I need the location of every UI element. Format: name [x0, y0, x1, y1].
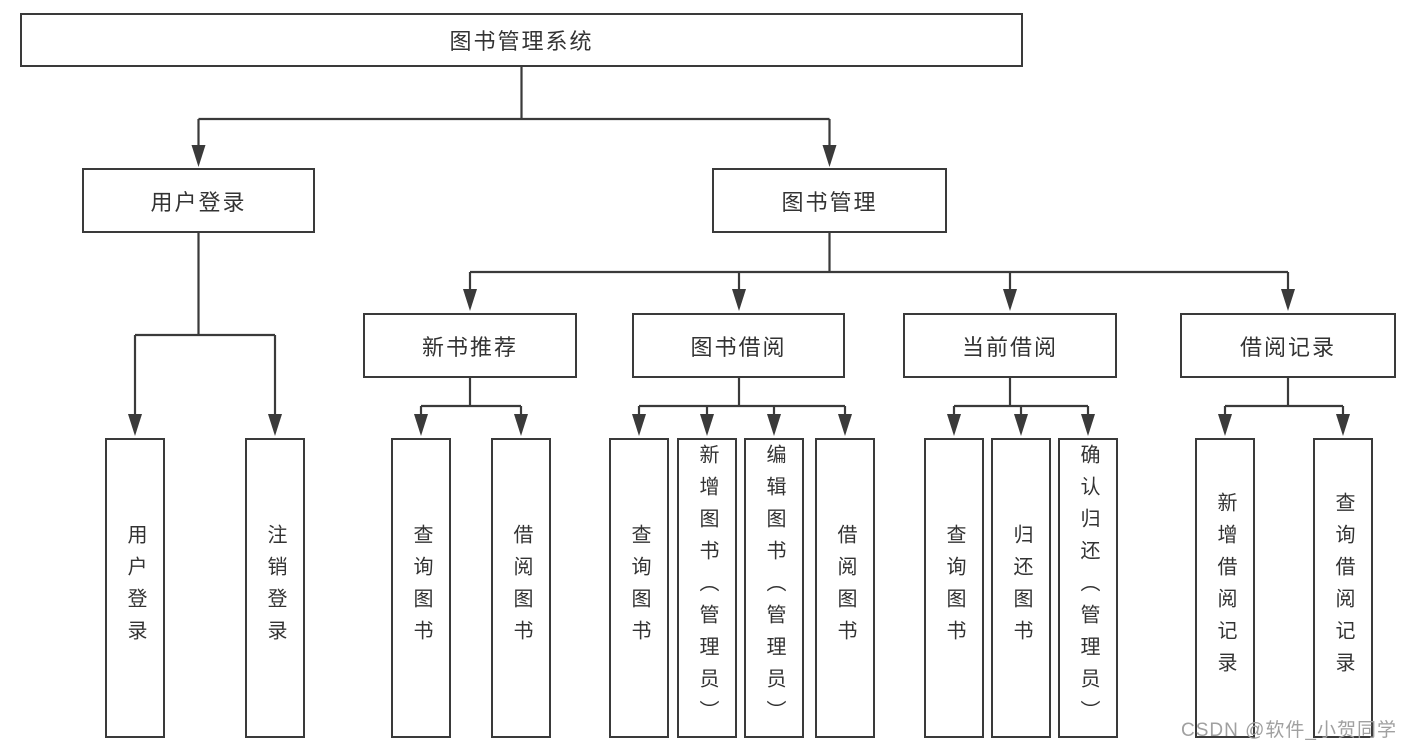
arrowhead-icon: [191, 145, 206, 167]
connector-book-mgmt-children: [463, 233, 1295, 311]
leaf-confirm-return-admin-label: 确认归还（管理员）: [1077, 444, 1099, 732]
connector-user-login-children: [128, 233, 282, 436]
arrowhead-icon: [414, 414, 428, 436]
arrowhead-icon: [838, 414, 852, 436]
arrowhead-icon: [1003, 289, 1017, 311]
node-book-borrow-label: 图书借阅: [690, 334, 787, 360]
arrowhead-icon: [700, 414, 714, 436]
leaf-query-borrow-record: 查询借阅记录: [1313, 438, 1373, 738]
node-user-login: 用户登录: [82, 168, 315, 233]
arrowhead-icon: [822, 145, 837, 167]
leaf-borrow-books-1-label: 借阅图书: [510, 524, 532, 652]
leaf-user-login-label: 用户登录: [124, 524, 146, 652]
node-root-system-label: 图书管理系统: [449, 29, 594, 54]
leaf-edit-books-admin: 编辑图书（管理员）: [744, 438, 804, 738]
node-book-management: 图书管理: [712, 168, 947, 233]
node-new-book-recommend-label: 新书推荐: [421, 334, 518, 360]
node-root-system: 图书管理系统: [20, 13, 1023, 67]
leaf-user-login: 用户登录: [105, 438, 165, 738]
arrowhead-icon: [1081, 414, 1095, 436]
leaf-add-borrow-record: 新增借阅记录: [1195, 438, 1255, 738]
leaf-borrow-books-2: 借阅图书: [815, 438, 875, 738]
arrowhead-icon: [463, 289, 477, 311]
arrowhead-icon: [632, 414, 646, 436]
leaf-add-books-admin-label: 新增图书（管理员）: [696, 444, 718, 732]
node-book-borrow: 图书借阅: [632, 313, 845, 378]
csdn-watermark: CSDN @软件_小贺同学: [1181, 720, 1397, 741]
leaf-query-books-2-label: 查询图书: [628, 524, 650, 652]
arrowhead-icon: [1281, 289, 1295, 311]
arrowhead-icon: [128, 414, 142, 436]
connector-current-borrow-children: [947, 378, 1095, 436]
leaf-query-books-1: 查询图书: [391, 438, 451, 738]
arrowhead-icon: [268, 414, 282, 436]
leaf-query-books-1-label: 查询图书: [410, 524, 432, 652]
arrowhead-icon: [514, 414, 528, 436]
leaf-borrow-books-1: 借阅图书: [491, 438, 551, 738]
arrowhead-icon: [767, 414, 781, 436]
leaf-confirm-return-admin: 确认归还（管理员）: [1058, 438, 1118, 738]
leaf-add-books-admin: 新增图书（管理员）: [677, 438, 737, 738]
connector-borrow-records-children: [1218, 378, 1350, 436]
arrowhead-icon: [1014, 414, 1028, 436]
leaf-return-books-label: 归还图书: [1010, 524, 1032, 652]
connector-book-borrow-children: [632, 378, 852, 436]
leaf-query-borrow-record-label: 查询借阅记录: [1332, 492, 1354, 684]
node-current-borrow-label: 当前借阅: [961, 334, 1058, 360]
leaf-logout: 注销登录: [245, 438, 305, 738]
leaf-logout-label: 注销登录: [264, 524, 286, 652]
leaf-query-books-2: 查询图书: [609, 438, 669, 738]
node-book-management-label: 图书管理: [781, 189, 878, 215]
node-new-book-recommend: 新书推荐: [363, 313, 577, 378]
connector-root-to-level2: [191, 67, 837, 167]
arrowhead-icon: [1336, 414, 1350, 436]
arrowhead-icon: [1218, 414, 1232, 436]
connector-new-books-children: [414, 378, 528, 436]
leaf-query-books-3-label: 查询图书: [943, 524, 965, 652]
node-user-login-label: 用户登录: [150, 189, 247, 215]
node-borrow-records: 借阅记录: [1180, 313, 1396, 378]
node-current-borrow: 当前借阅: [903, 313, 1117, 378]
arrowhead-icon: [732, 289, 746, 311]
leaf-query-books-3: 查询图书: [924, 438, 984, 738]
leaf-edit-books-admin-label: 编辑图书（管理员）: [763, 444, 785, 732]
node-borrow-records-label: 借阅记录: [1239, 334, 1336, 360]
leaf-add-borrow-record-label: 新增借阅记录: [1214, 492, 1236, 684]
leaf-borrow-books-2-label: 借阅图书: [834, 524, 856, 652]
arrowhead-icon: [947, 414, 961, 436]
leaf-return-books: 归还图书: [991, 438, 1051, 738]
